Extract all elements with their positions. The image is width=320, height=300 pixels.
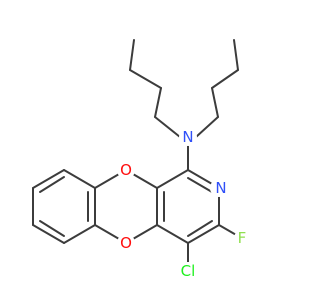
bond <box>156 224 189 244</box>
bond <box>187 220 213 237</box>
bond <box>129 39 135 71</box>
atom-oxygen-bottom: O <box>117 234 135 252</box>
bond <box>187 177 213 193</box>
bond <box>154 116 181 138</box>
bond <box>39 220 65 237</box>
bond <box>129 69 162 89</box>
atom-label-oxygen-top: O <box>120 161 132 179</box>
bond <box>211 69 239 89</box>
bond <box>187 224 220 244</box>
atom-label-fluorine: F <box>238 229 247 247</box>
bond <box>195 116 219 138</box>
atom-label-chlorine: Cl <box>181 262 196 280</box>
atom-oxygen-top: O <box>117 161 135 179</box>
bond-layer <box>32 39 239 263</box>
bond <box>233 39 239 71</box>
bond <box>156 169 189 189</box>
bond <box>63 169 96 189</box>
atom-amine-nitrogen: N <box>179 128 197 146</box>
bond <box>154 87 162 118</box>
atom-fluorine: F <box>234 229 250 247</box>
bond <box>218 224 239 237</box>
atom-label-ring-nitrogen: N <box>215 179 226 197</box>
atom-ring-nitrogen: N <box>210 179 228 197</box>
atom-label-oxygen-bottom: O <box>120 234 132 252</box>
atom-layer: N N O O F Cl <box>117 128 250 280</box>
bond <box>211 87 219 118</box>
molecule-structure: N N O O F Cl <box>32 39 250 280</box>
atom-chlorine: Cl <box>176 262 200 280</box>
bond <box>63 224 96 244</box>
bond <box>32 224 65 244</box>
bond <box>32 169 65 189</box>
molecule-canvas: N N O O F Cl <box>32 39 250 280</box>
bond <box>39 176 65 193</box>
atom-label-amine-nitrogen: N <box>182 128 193 146</box>
